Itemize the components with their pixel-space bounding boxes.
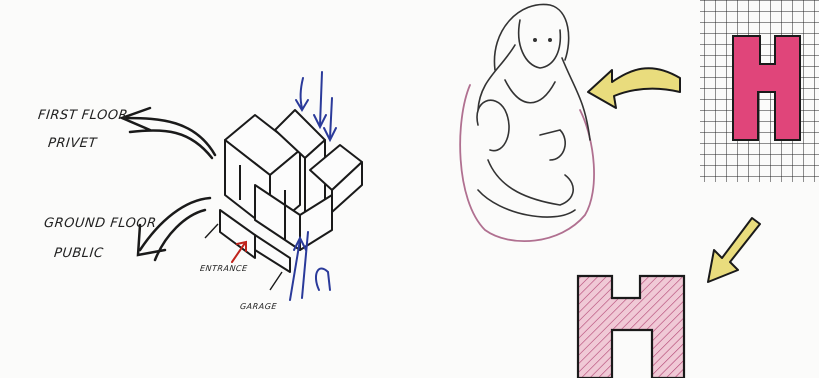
privet-label: PRIVET [47,136,98,151]
isometric-building-sketch [219,109,363,273]
public-label: PUBLIC [53,246,105,261]
grid-plan-h-shape [700,0,819,182]
ground-floor-label: GROUND FLOOR [43,216,158,231]
wind-arrows [289,71,337,301]
yellow-arrow-left [587,67,681,109]
first-floor-arrow [118,106,217,160]
hatched-plan-h-shape [576,274,686,378]
pointer-lines [204,223,283,291]
ground-floor-arrow [136,196,212,262]
entrance-arrow [231,240,247,263]
garage-label: GARAGE [239,302,278,311]
mother-and-child-sketch [459,3,595,242]
entrance-label: ENTRANCE [199,264,249,273]
first-floor-label: FIRST FLOOR [37,108,129,123]
yellow-arrow-down [707,217,761,283]
